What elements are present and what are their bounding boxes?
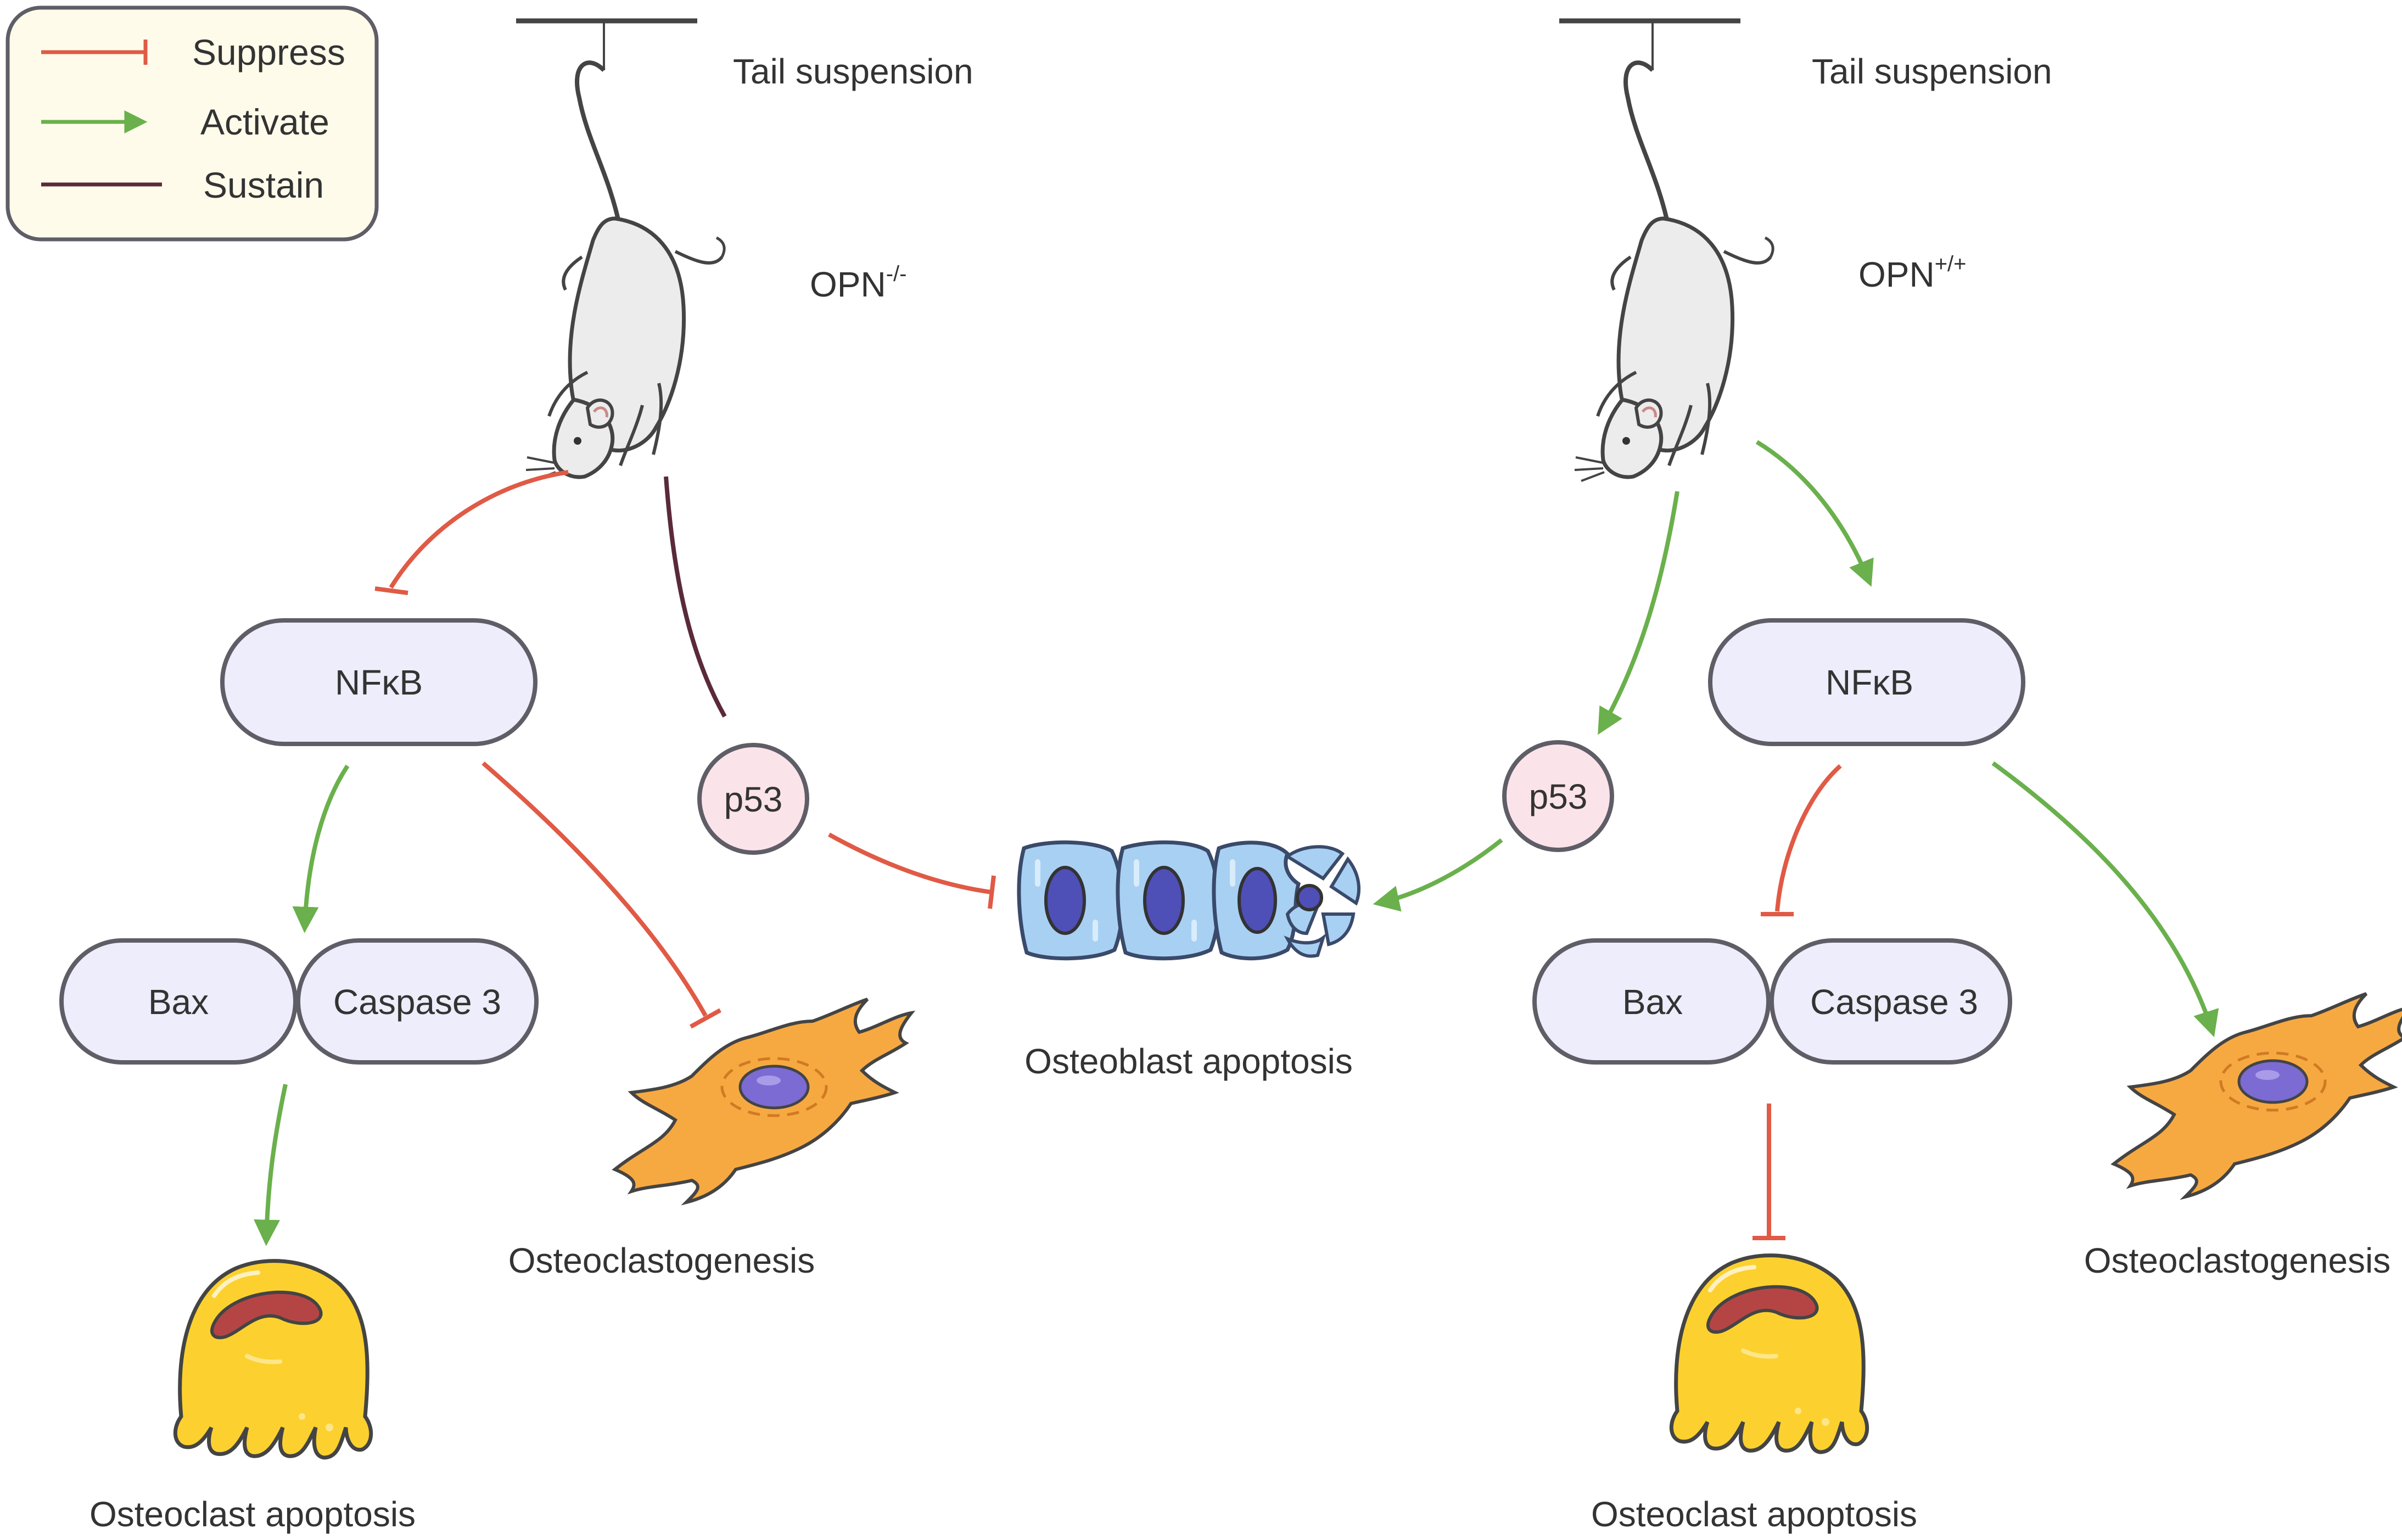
- right-genotype-superscript: +/+: [1935, 252, 1967, 276]
- left-apoptotic-osteoclast-illustration: [175, 1261, 371, 1458]
- right-mouse-to-p53-activate: [1598, 491, 1679, 735]
- legend-suppress: Suppress: [41, 32, 345, 72]
- legend: Suppress Activate Sustain: [5, 5, 379, 242]
- left-nfkb-label: NFκB: [335, 663, 423, 702]
- right-caspase-label: Caspase 3: [1810, 982, 1978, 1022]
- right-p53-label: p53: [1529, 777, 1588, 816]
- left-nfkb-to-osteoclastogenesis-suppress: [481, 761, 708, 1017]
- left-osteoclastogenesis-suppress-bar: [690, 1008, 721, 1029]
- right-osteoclast-illustration: [2114, 994, 2402, 1197]
- right-stimulus-label: Tail suspension: [1812, 52, 2052, 91]
- right-genotype-label: OPN+/+: [1858, 252, 1967, 294]
- left-bax-box: [59, 938, 298, 1065]
- left-osteoclastogenesis-label: Osteoclastogenesis: [508, 1241, 815, 1280]
- left-osteoclast-apoptosis-label: Osteoclast apoptosis: [89, 1494, 416, 1534]
- left-mouse-to-p53-sustain: [664, 476, 727, 718]
- legend-suppress-label: Suppress: [192, 32, 345, 72]
- legend-activate: Activate: [41, 102, 329, 142]
- right-nfkb-to-osteoclastogenesis-activate: [1991, 761, 2219, 1038]
- legend-box: [5, 5, 379, 242]
- left-mouse-to-nfkb-suppress: [389, 470, 569, 589]
- osteoblast-apoptosis-label: Osteoblast apoptosis: [1024, 1041, 1353, 1081]
- right-panel: Tail suspension OPN+/+ p53 NFκB Bax Casp…: [1373, 18, 2402, 1534]
- left-genotype-label: OPN-/-: [810, 262, 906, 304]
- left-p53-label: p53: [724, 780, 783, 819]
- left-bax-to-apoptosis-activate: [254, 1084, 288, 1246]
- center-osteoblasts: Osteoblast apoptosis: [1017, 840, 1360, 1081]
- left-p53-node: p53: [697, 743, 809, 855]
- right-bax-caspase-node: Bax Caspase 3: [1532, 938, 2012, 1065]
- left-mouse-illustration: [526, 21, 724, 481]
- right-p53-node: p53: [1502, 740, 1614, 852]
- osteoblast-cell-1: [1017, 840, 1124, 961]
- right-mouse-illustration: [1575, 21, 1773, 481]
- left-caspase-label: Caspase 3: [333, 982, 501, 1022]
- right-osteoclast-apoptosis-label: Osteoclast apoptosis: [1591, 1494, 1917, 1534]
- left-panel: Tail suspension OPN-/- NFκB Bax Caspase …: [59, 18, 996, 1534]
- left-nfkb-to-bax-activate: [292, 764, 350, 933]
- legend-sustain: Sustain: [41, 165, 324, 205]
- osteoblast-cell-3: [1212, 841, 1301, 961]
- right-nfkb-label: NFκB: [1826, 663, 1913, 702]
- left-stimulus-label: Tail suspension: [733, 52, 973, 91]
- right-bax-box: [1532, 938, 1771, 1065]
- osteoblast-cell-fragmented: [1284, 845, 1360, 958]
- right-mouse-to-nfkb-activate: [1755, 440, 1874, 587]
- left-caspase-box: [296, 938, 539, 1065]
- legend-activate-label: Activate: [200, 102, 329, 142]
- legend-sustain-label: Sustain: [203, 165, 324, 205]
- left-genotype-superscript: -/-: [886, 262, 907, 286]
- right-bax-label: Bax: [1622, 982, 1683, 1022]
- left-nfkb-suppress-bar: [374, 586, 408, 595]
- osteoblast-cell-2: [1116, 840, 1220, 961]
- right-caspase-box: [1770, 938, 2012, 1065]
- right-nfkb-to-caspase-suppress: [1775, 764, 1842, 912]
- right-nfkb-node: NFκB: [1708, 618, 2025, 746]
- left-p53-to-osteoblast-suppress: [828, 832, 992, 894]
- left-nfkb-node: NFκB: [220, 618, 537, 746]
- left-bax-caspase-node: Bax Caspase 3: [59, 938, 539, 1065]
- left-osteoclast-illustration: [615, 999, 911, 1202]
- right-apoptotic-osteoclast-illustration: [1671, 1256, 1867, 1452]
- left-bax-label: Bax: [148, 982, 209, 1022]
- right-osteoclastogenesis-label: Osteoclastogenesis: [2084, 1241, 2391, 1280]
- left-osteoblast-suppress-bar: [988, 875, 996, 909]
- right-p53-to-osteoblast-activate: [1373, 838, 1503, 912]
